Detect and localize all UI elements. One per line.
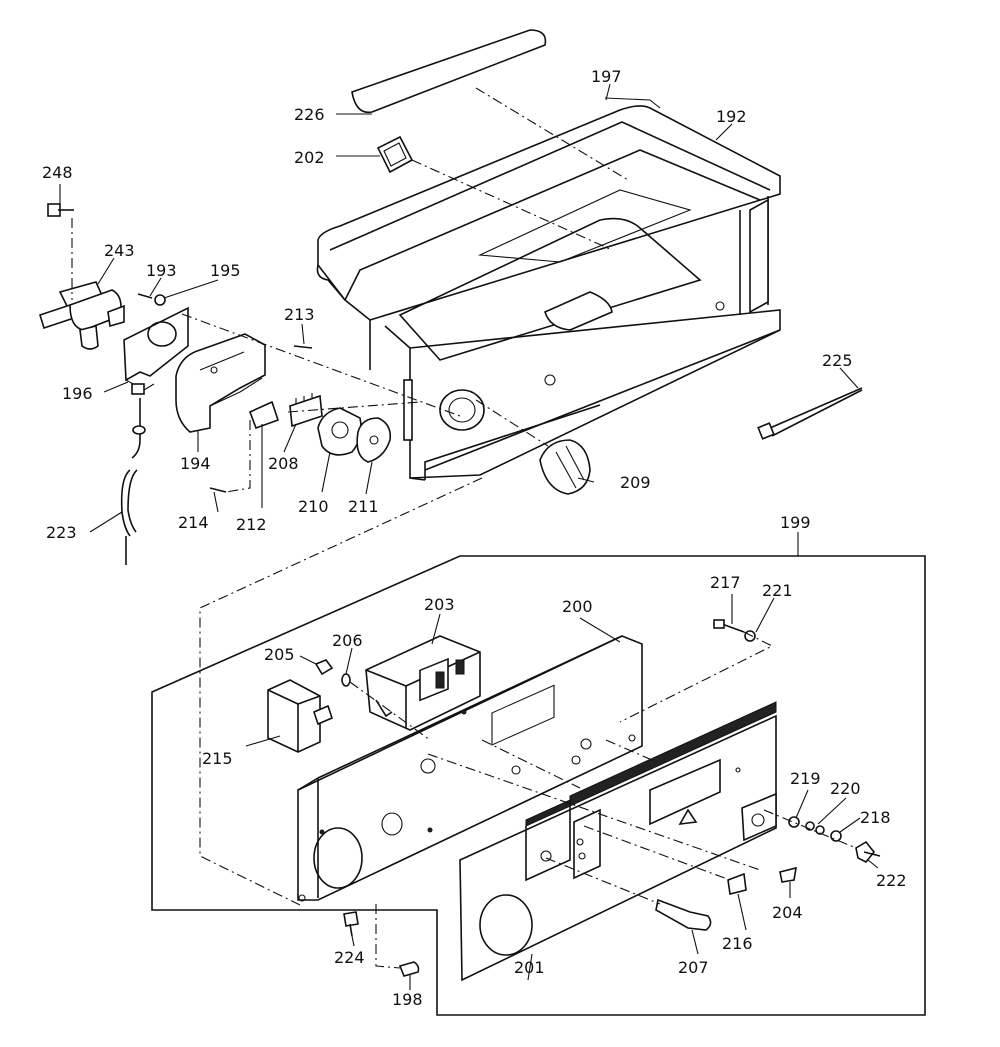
part-212-plate bbox=[248, 400, 280, 430]
label-204: 204 bbox=[772, 903, 803, 922]
label-218: 218 bbox=[860, 808, 891, 827]
part-248-bolt bbox=[47, 203, 74, 217]
part-193-screw bbox=[137, 293, 153, 299]
part-210-receptacle bbox=[317, 407, 362, 456]
label-216: 216 bbox=[722, 934, 753, 953]
label-203: 203 bbox=[424, 595, 455, 614]
group-199-outline bbox=[151, 555, 926, 1016]
part-203-receptacle bbox=[365, 635, 481, 731]
part-226-decal bbox=[351, 29, 547, 114]
label-215: 215 bbox=[202, 749, 233, 768]
part-225-cable-tie bbox=[757, 387, 863, 440]
label-194: 194 bbox=[180, 454, 211, 473]
part-218-washer bbox=[830, 830, 842, 842]
label-223: 223 bbox=[46, 523, 77, 542]
part-number-labels: 226 197 192 202 248 243 193 195 213 225 … bbox=[42, 67, 907, 1009]
label-202: 202 bbox=[294, 148, 325, 167]
part-200-panel bbox=[297, 635, 643, 902]
part-198-screw bbox=[398, 961, 420, 977]
part-214-screw bbox=[209, 487, 227, 493]
leader-lines bbox=[59, 83, 879, 990]
label-211: 211 bbox=[348, 497, 379, 516]
part-223-choke-cable bbox=[120, 398, 146, 565]
label-243: 243 bbox=[104, 241, 135, 260]
part-194-cover bbox=[175, 333, 266, 433]
label-206: 206 bbox=[332, 631, 363, 650]
label-224: 224 bbox=[334, 948, 365, 967]
label-222: 222 bbox=[876, 871, 907, 890]
part-217-screw bbox=[713, 619, 745, 633]
part-207-switch-knob bbox=[655, 898, 712, 931]
part-215-breaker bbox=[267, 679, 333, 753]
part-201-faceplate bbox=[459, 701, 777, 982]
part-221-washer bbox=[744, 630, 756, 642]
label-201: 201 bbox=[514, 958, 545, 977]
label-226: 226 bbox=[294, 105, 325, 124]
label-213: 213 bbox=[284, 305, 315, 324]
part-205-nut bbox=[314, 659, 334, 676]
part-216-screw bbox=[727, 872, 747, 895]
label-200: 200 bbox=[562, 597, 593, 616]
part-208-switch bbox=[289, 393, 323, 428]
assembly-lines-top bbox=[71, 87, 629, 906]
label-198: 198 bbox=[392, 990, 423, 1009]
part-209-knob bbox=[539, 439, 591, 495]
part-243-fuel-valve bbox=[39, 281, 125, 350]
label-220: 220 bbox=[830, 779, 861, 798]
label-209: 209 bbox=[620, 473, 651, 492]
part-204-screw bbox=[779, 866, 797, 883]
label-248: 248 bbox=[42, 163, 73, 182]
part-195-washer bbox=[154, 294, 166, 306]
label-208: 208 bbox=[268, 454, 299, 473]
label-205: 205 bbox=[264, 645, 295, 664]
label-214: 214 bbox=[178, 513, 209, 532]
label-196: 196 bbox=[62, 384, 93, 403]
label-199: 199 bbox=[780, 513, 811, 532]
label-212: 212 bbox=[236, 515, 267, 534]
label-217: 217 bbox=[710, 573, 741, 592]
part-222-wing-nut bbox=[855, 840, 881, 864]
part-202-gasket bbox=[376, 135, 414, 174]
label-207: 207 bbox=[678, 958, 709, 977]
label-193: 193 bbox=[146, 261, 177, 280]
label-195: 195 bbox=[210, 261, 241, 280]
label-219: 219 bbox=[790, 769, 821, 788]
part-196-bracket bbox=[123, 306, 189, 395]
part-224-bolt bbox=[343, 911, 359, 937]
part-206-washer bbox=[341, 673, 351, 687]
label-225: 225 bbox=[822, 351, 853, 370]
assembly-lines-lower bbox=[349, 631, 857, 969]
part-219-washer bbox=[788, 816, 800, 828]
part-213-screw bbox=[293, 345, 313, 349]
label-210: 210 bbox=[298, 497, 329, 516]
label-221: 221 bbox=[762, 581, 793, 600]
part-192-control-panel-housing bbox=[316, 97, 781, 481]
part-220-nut bbox=[805, 821, 825, 835]
label-197: 197 bbox=[591, 67, 622, 86]
part-211-plate bbox=[356, 417, 392, 463]
label-192: 192 bbox=[716, 107, 747, 126]
